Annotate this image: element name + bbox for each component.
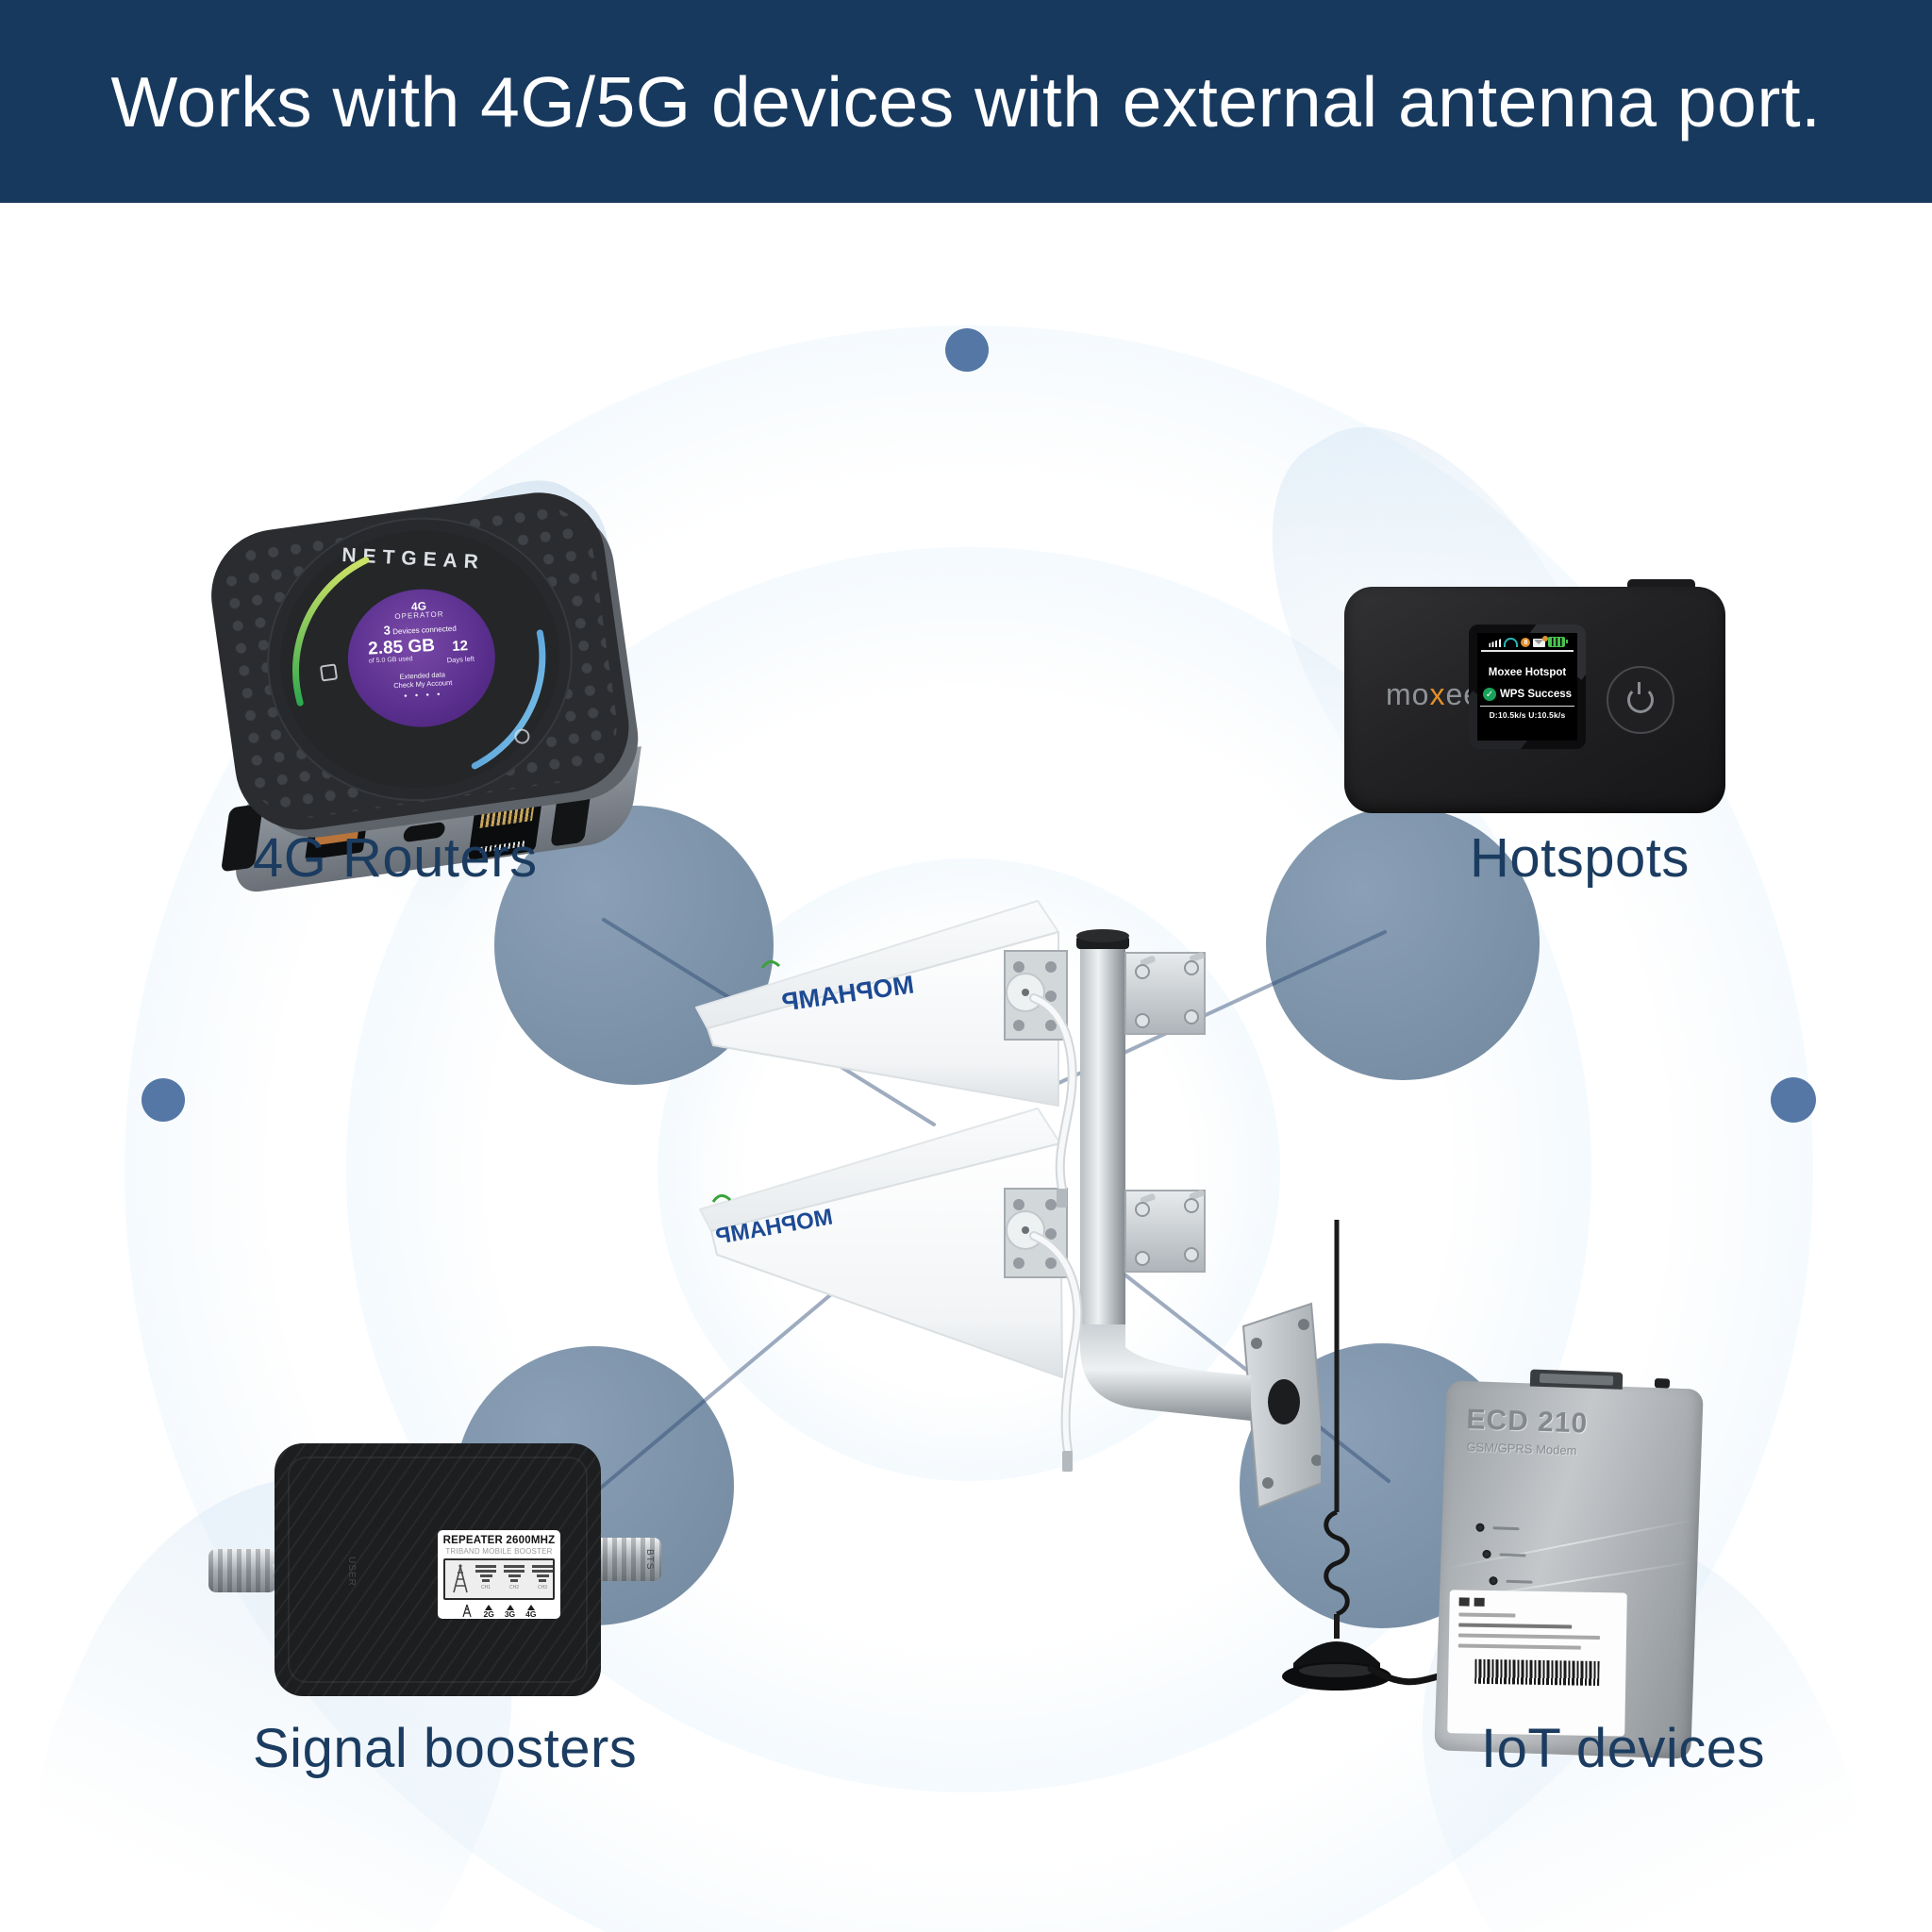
operator-text: OPERATOR [394, 609, 444, 622]
days-left-label: Days left [446, 654, 475, 665]
devices-count: 3 [383, 623, 391, 638]
blue-arc [471, 629, 546, 770]
check-icon: ✓ [1482, 688, 1496, 701]
n-connector-right [593, 1538, 661, 1581]
moxee-logo-mo: mo [1386, 677, 1430, 711]
antenna-logo-leaf [711, 1194, 732, 1203]
up-arrow-icon [506, 1601, 514, 1610]
serial-port [1529, 1369, 1624, 1390]
label-hotspots: Hotspots [1470, 827, 1690, 889]
wps-status: WPS Success [1499, 689, 1573, 700]
iot-modem-device: ECD 210 GSM/GPRS Modem [1434, 1369, 1704, 1759]
moxee-logo: moxee [1386, 677, 1481, 712]
hotspot-backdrop-circle [1266, 807, 1540, 1080]
router-device: NETGEAR 4G OPERATOR 3 [203, 483, 652, 896]
router-led-arcs [291, 557, 546, 770]
label-4g-routers: 4G Routers [253, 827, 538, 889]
tower-icon [462, 1604, 473, 1618]
band-label: 2G [483, 1609, 494, 1619]
band-icons-row: 2G 3G 4G [438, 1603, 560, 1618]
banner-title: Works with 4G/5G devices with external a… [110, 61, 1822, 142]
label-iot-devices: IoT devices [1481, 1718, 1766, 1779]
channel-column: CH3 [532, 1560, 553, 1591]
message-icon [1533, 636, 1549, 647]
label-signal-boosters: Signal boosters [253, 1718, 638, 1779]
router-top-face: NETGEAR 4G OPERATOR 3 [203, 484, 638, 839]
speed-readout: D:10.5k/s U:10.5k/s [1489, 710, 1566, 720]
antenna-wedge-bottom: MOPHAMP [699, 1108, 1063, 1378]
hotspot-screen-title: Moxee Hotspot [1488, 667, 1567, 678]
status-bar: 8 [1481, 636, 1574, 652]
status-led [1489, 1576, 1498, 1586]
power-button [1607, 666, 1674, 734]
booster-device: USER BTS REPEATER 2600MHZ TRIBAND MOBILE… [208, 1441, 661, 1715]
user-port-label: USER [346, 1557, 357, 1587]
sticker-glyphs [1458, 1597, 1627, 1608]
channel-label: CH1 [480, 1585, 491, 1591]
booster-lcd: CH1 CH2 CH3 [443, 1558, 555, 1600]
hotspot-device: moxee 8 Moxee Hotspot ✓ WPS Success [1344, 574, 1725, 817]
green-arc [291, 557, 370, 707]
channel-column: CH2 [504, 1560, 525, 1591]
iot-model: ECD 210 [1465, 1404, 1589, 1440]
pager-dots: • • • • [404, 689, 443, 701]
bts-port-label: BTS [644, 1549, 655, 1571]
ring-node-dot [142, 1078, 185, 1122]
band-3g: 3G [505, 1601, 515, 1618]
antenna-coil [1324, 1509, 1350, 1617]
led-label-mark [1492, 1526, 1520, 1531]
header-banner: Works with 4G/5G devices with external a… [0, 0, 1932, 203]
band-4g: 4G [525, 1601, 537, 1619]
up-arrow-icon [485, 1601, 493, 1610]
ring-node-dot [945, 328, 989, 372]
status-led [1475, 1523, 1485, 1532]
iot-model-type: GSM/GPRS Modem [1466, 1440, 1577, 1458]
battery-icon [1548, 637, 1569, 647]
band-2g: 2G [483, 1601, 494, 1619]
devices-label: Devices connected [392, 624, 457, 637]
status-led [1482, 1549, 1491, 1559]
band-label: 3G [504, 1609, 516, 1619]
barcode [1474, 1658, 1600, 1687]
up-arrow-icon [526, 1601, 535, 1610]
hotspot-display: 8 Moxee Hotspot ✓ WPS Success D:10.5k/s … [1477, 633, 1577, 741]
hotspot-body: moxee 8 Moxee Hotspot ✓ WPS Success [1344, 587, 1725, 813]
booster-label-panel: REPEATER 2600MHZ TRIBAND MOBILE BOOSTER … [438, 1530, 560, 1619]
n-connector-left [208, 1549, 276, 1592]
antenna-cables [1029, 993, 1083, 1472]
battery-icon [319, 663, 339, 682]
signal-bars-icon [1489, 639, 1502, 647]
notification-badge: 8 [1521, 638, 1531, 647]
ring-node-dot [1771, 1077, 1816, 1123]
tower-icon [453, 1564, 468, 1593]
led-label-mark [1506, 1579, 1533, 1584]
log-periodic-antenna: MOPHAMP MOPHAMP [695, 900, 1321, 1509]
antenna-logo-leaf [760, 960, 781, 969]
channel-column: CH1 [475, 1560, 496, 1591]
devices-connected: 3 Devices connected [383, 620, 457, 638]
channel-label: CH3 [537, 1585, 547, 1591]
antenna-bracket-bottom [1004, 1188, 1206, 1278]
antenna-wedge-top: MOPHAMP [695, 900, 1059, 1107]
moxee-logo-x: x [1429, 677, 1446, 711]
booster-body: USER BTS REPEATER 2600MHZ TRIBAND MOBILE… [275, 1443, 655, 1696]
note-line2: Check My Account [393, 677, 453, 691]
spec-sticker [1447, 1590, 1627, 1737]
booster-subtitle: TRIBAND MOBILE BOOSTER [445, 1547, 553, 1556]
band-label: 4G [525, 1609, 537, 1619]
power-icon [1627, 682, 1654, 713]
hotspot-screen-bezel: 8 Moxee Hotspot ✓ WPS Success D:10.5k/s … [1469, 625, 1586, 749]
antenna-jack [1654, 1378, 1671, 1389]
wifi-icon [1504, 638, 1519, 647]
channel-label: CH2 [508, 1585, 519, 1591]
mount-pole-elbow [1080, 1319, 1251, 1421]
booster-title: REPEATER 2600MHZ [442, 1535, 556, 1546]
mount-pole [1080, 947, 1125, 1324]
